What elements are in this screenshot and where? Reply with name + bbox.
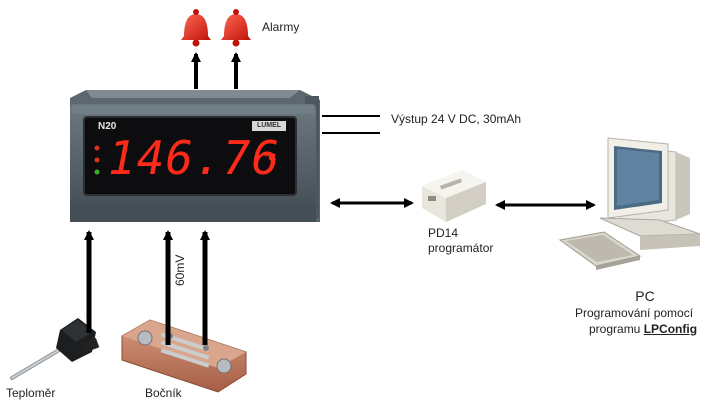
pc-title: PC xyxy=(635,288,655,304)
programmer-label-line1: PD14 xyxy=(428,226,459,240)
status-led xyxy=(94,157,100,163)
shunt-resistor-icon xyxy=(121,319,247,393)
alarm-bell-icon xyxy=(221,9,251,47)
shunt-label: Bočník xyxy=(145,386,182,400)
status-led xyxy=(94,169,100,175)
programmer-label-line2: programátor xyxy=(428,241,494,255)
pc-description-line2: programu LPConfig xyxy=(589,322,697,336)
shunt-voltage-label: 60mV xyxy=(173,254,187,286)
brand-badge xyxy=(252,121,286,131)
meter-display-value: 146.76 xyxy=(108,131,281,185)
meter-model-label: N20 xyxy=(98,121,117,132)
pc-description-prefix: programu xyxy=(589,322,644,336)
pd14-programmer-device xyxy=(422,170,486,222)
output-label: Výstup 24 V DC, 30mAh xyxy=(391,112,522,126)
pc-description-line1: Programování pomocí xyxy=(575,306,694,320)
meter-display-unit: °C xyxy=(264,152,277,164)
alarms-label: Alarmy xyxy=(262,20,300,34)
status-led xyxy=(94,145,100,151)
meter-brand-label: LUMEL xyxy=(256,122,282,129)
lpconfig-link[interactable]: LPConfig xyxy=(643,322,698,336)
n20-panel-meter xyxy=(70,90,320,222)
alarm-bell-icon xyxy=(181,9,211,47)
pc-computer-icon xyxy=(558,137,701,270)
thermometer-sensor-icon xyxy=(10,318,100,380)
thermometer-label: Teploměr xyxy=(6,386,56,400)
